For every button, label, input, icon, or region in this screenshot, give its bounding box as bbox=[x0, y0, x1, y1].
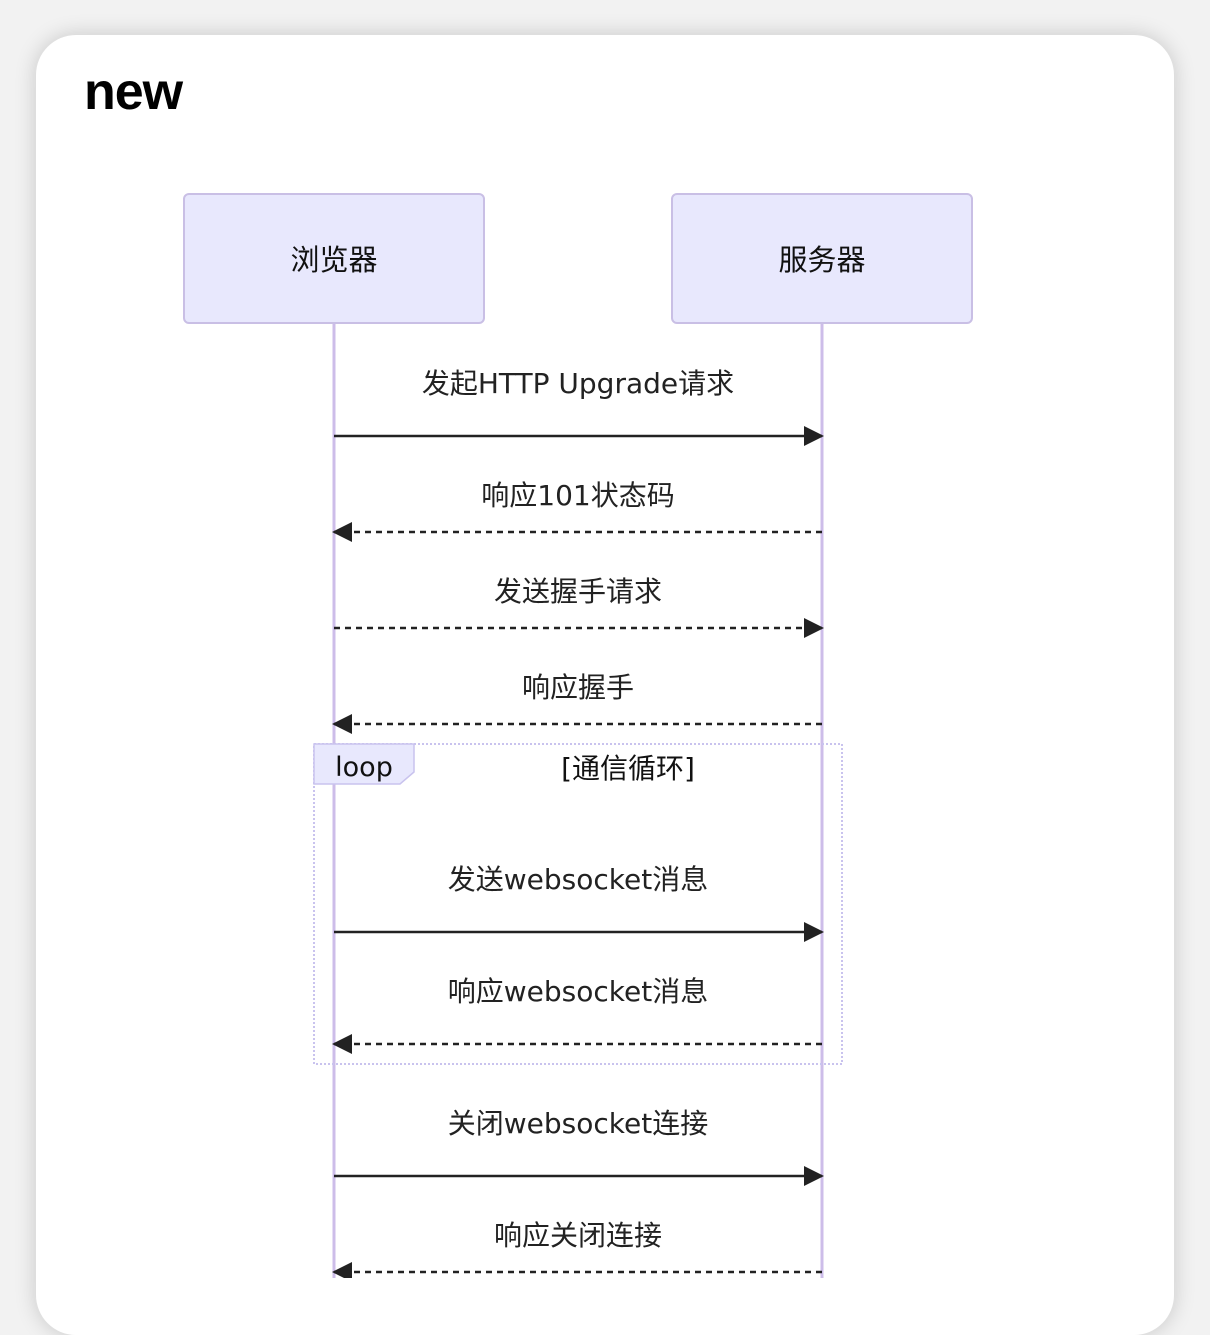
message-label: 响应握手 bbox=[522, 671, 634, 704]
actor-server-label: 服务器 bbox=[778, 243, 865, 277]
message-label: 发起HTTP Upgrade请求 bbox=[422, 367, 734, 400]
sequence-diagram: 浏览器 服务器 loop [通信循环] 发起HTTP Upgrade请求 响应1… bbox=[183, 193, 973, 1278]
diagram-title: new bbox=[84, 63, 183, 121]
loop-block: loop [通信循环] bbox=[313, 743, 843, 1065]
message-5: 发送websocket消息 bbox=[334, 863, 824, 942]
message-label: 响应101状态码 bbox=[481, 479, 674, 512]
actor-server: 服务器 bbox=[671, 193, 973, 324]
message-label: 发送websocket消息 bbox=[448, 863, 708, 896]
message-1: 发起HTTP Upgrade请求 bbox=[334, 367, 824, 446]
message-6: 响应websocket消息 bbox=[332, 975, 822, 1054]
message-7: 关闭websocket连接 bbox=[334, 1107, 824, 1186]
loop-keyword: loop bbox=[335, 752, 393, 783]
message-label: 关闭websocket连接 bbox=[448, 1107, 708, 1140]
loop-condition: [通信循环] bbox=[561, 752, 695, 785]
message-label: 响应websocket消息 bbox=[448, 975, 708, 1008]
message-label: 发送握手请求 bbox=[494, 575, 662, 608]
message-3: 发送握手请求 bbox=[334, 575, 824, 638]
message-4: 响应握手 bbox=[332, 671, 822, 734]
actor-browser-label: 浏览器 bbox=[290, 243, 377, 277]
actor-browser: 浏览器 bbox=[183, 193, 485, 324]
message-8: 响应关闭连接 bbox=[332, 1219, 822, 1278]
message-2: 响应101状态码 bbox=[332, 479, 822, 542]
message-label: 响应关闭连接 bbox=[494, 1219, 662, 1252]
